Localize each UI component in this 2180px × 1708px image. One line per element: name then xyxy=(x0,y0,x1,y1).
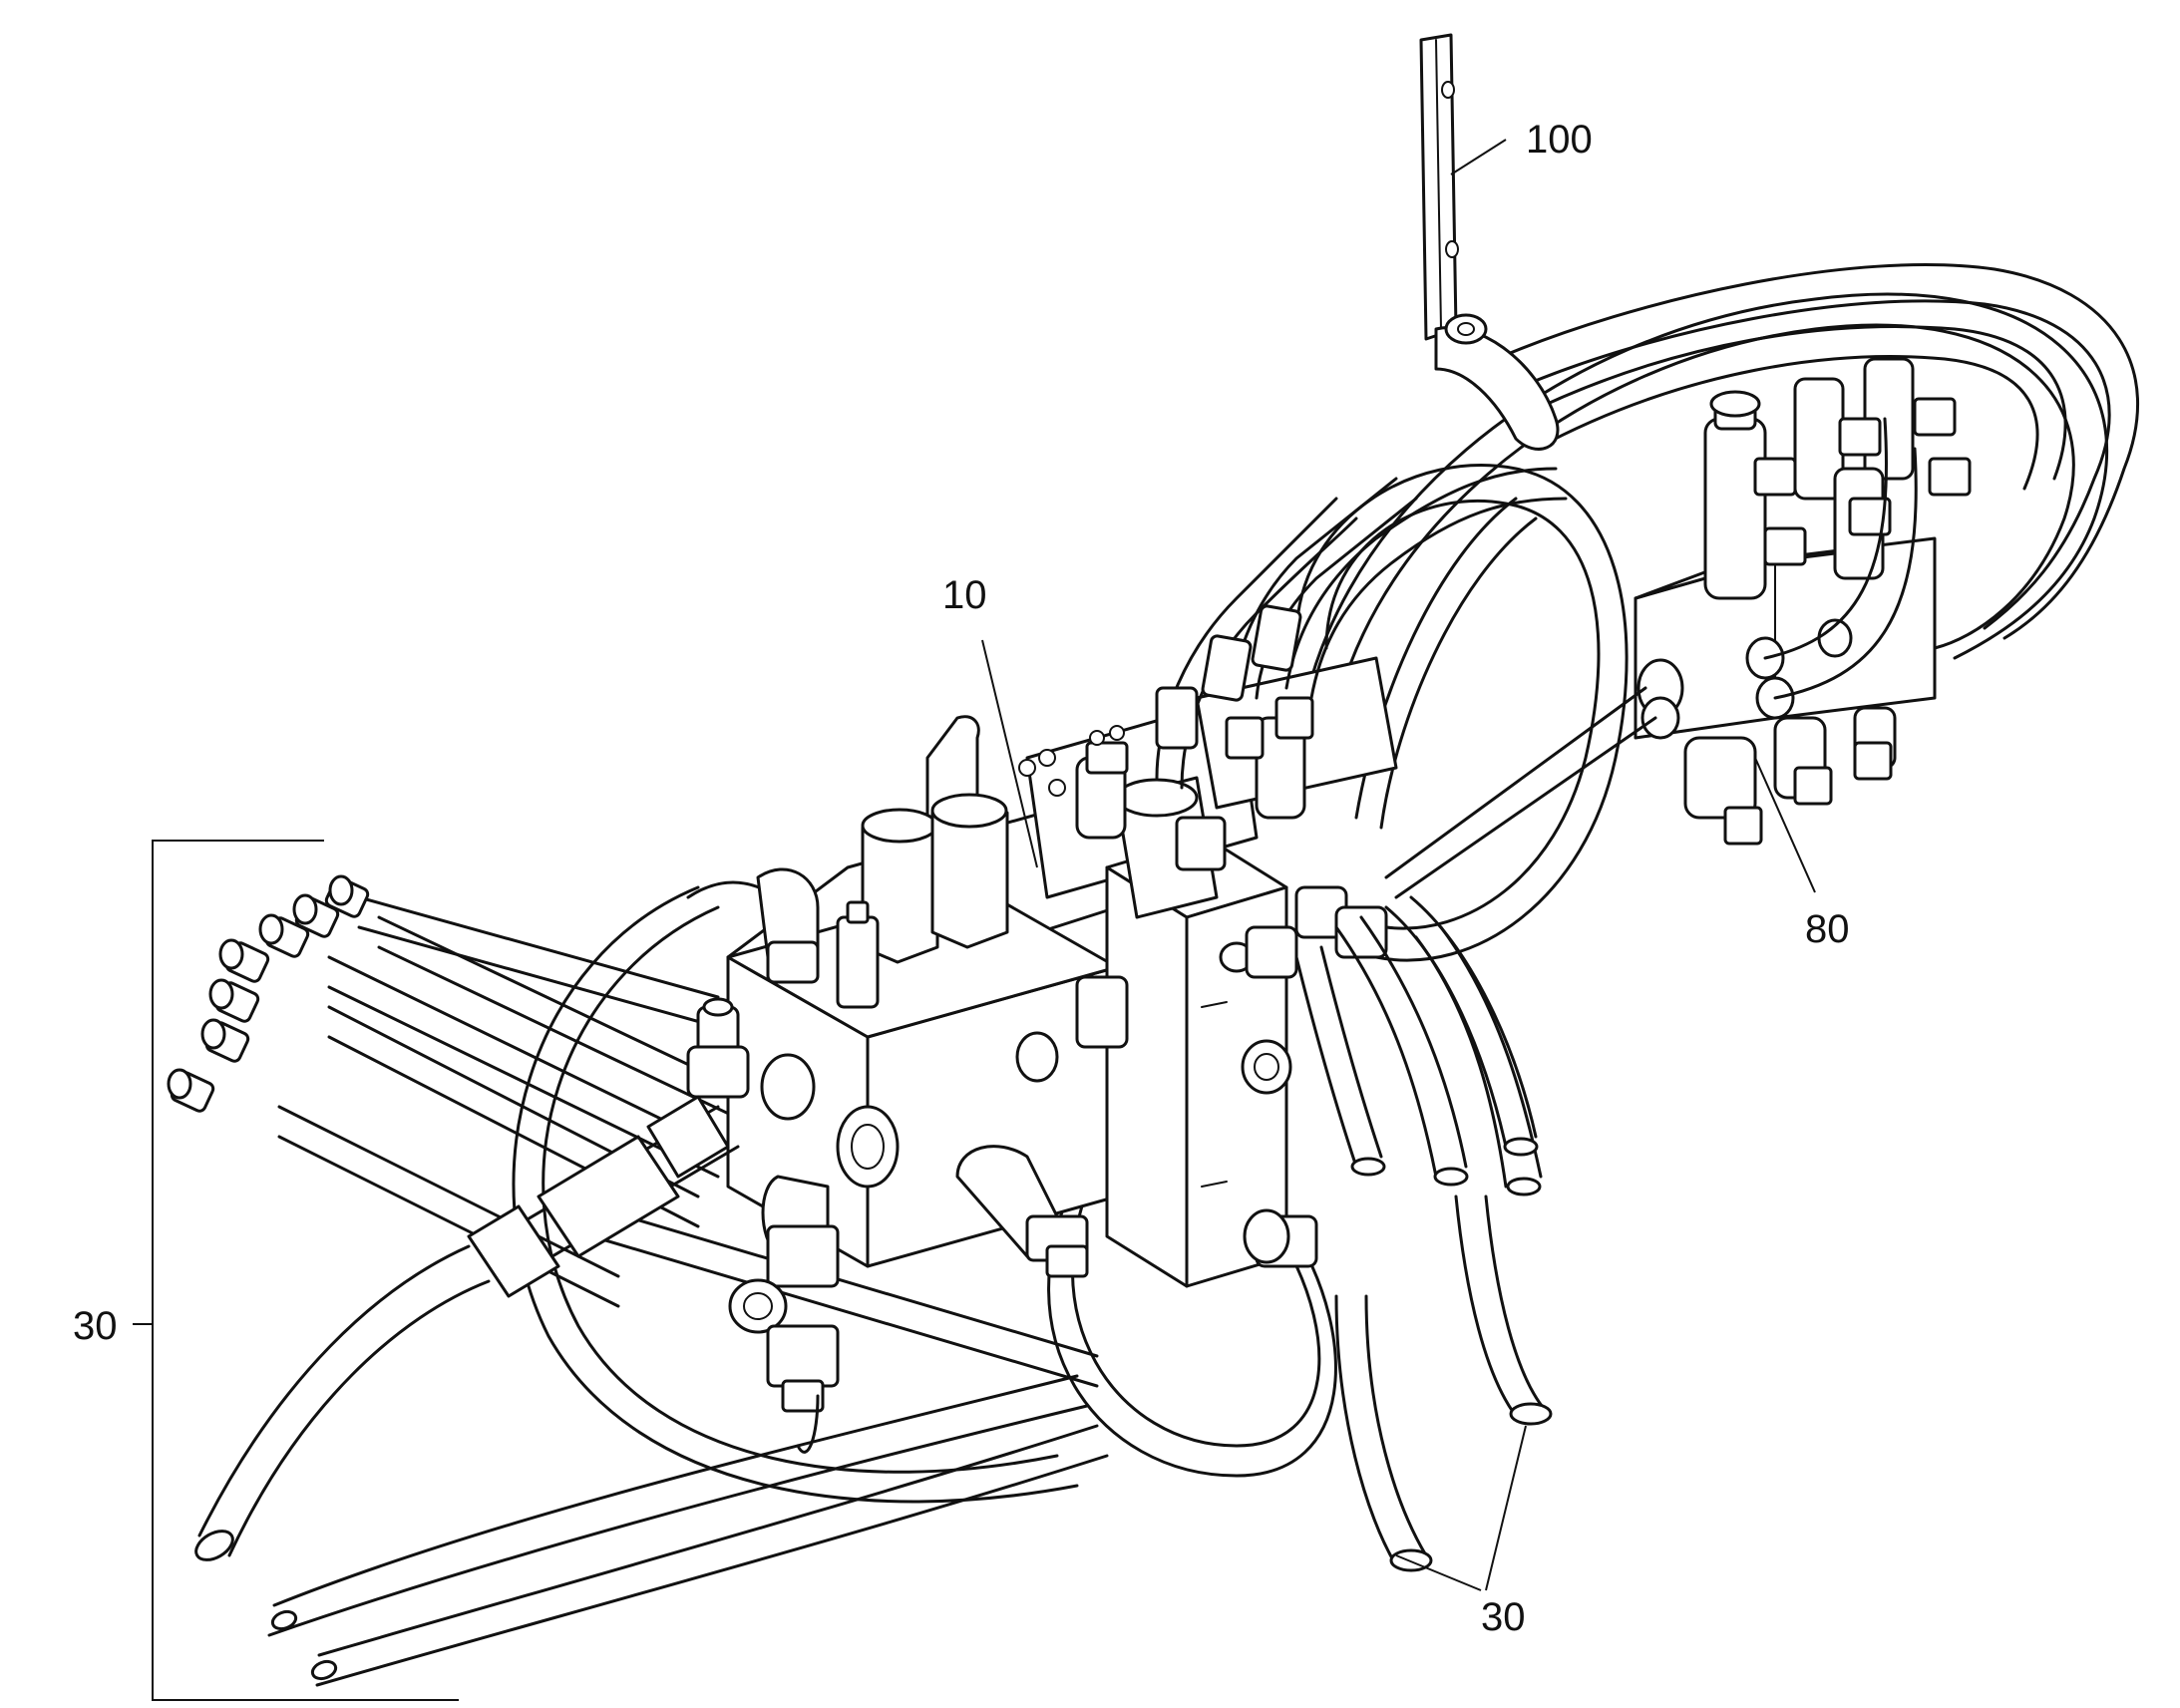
remote-valve-block xyxy=(1634,357,1972,846)
mounting-bracket xyxy=(1419,33,1560,451)
callout-30-lower: 30 xyxy=(1481,1595,1526,1639)
hanging-hoses xyxy=(1294,895,1553,1572)
callout-80: 80 xyxy=(1805,907,1850,951)
callout-10: 10 xyxy=(942,573,987,617)
callout-30-bracket: 30 xyxy=(73,1304,118,1348)
main-block-fittings xyxy=(467,867,1388,1454)
left-hose-fittings xyxy=(167,874,370,1113)
upper-hoses xyxy=(1155,467,1568,790)
hose-bundle-left xyxy=(277,895,1099,1388)
callouts: 100 10 80 30 30 xyxy=(73,118,1850,1701)
main-valve-block xyxy=(726,656,1398,1288)
hose-bundle-lower-left xyxy=(194,1244,1109,1687)
callout-100: 100 xyxy=(1526,118,1593,162)
